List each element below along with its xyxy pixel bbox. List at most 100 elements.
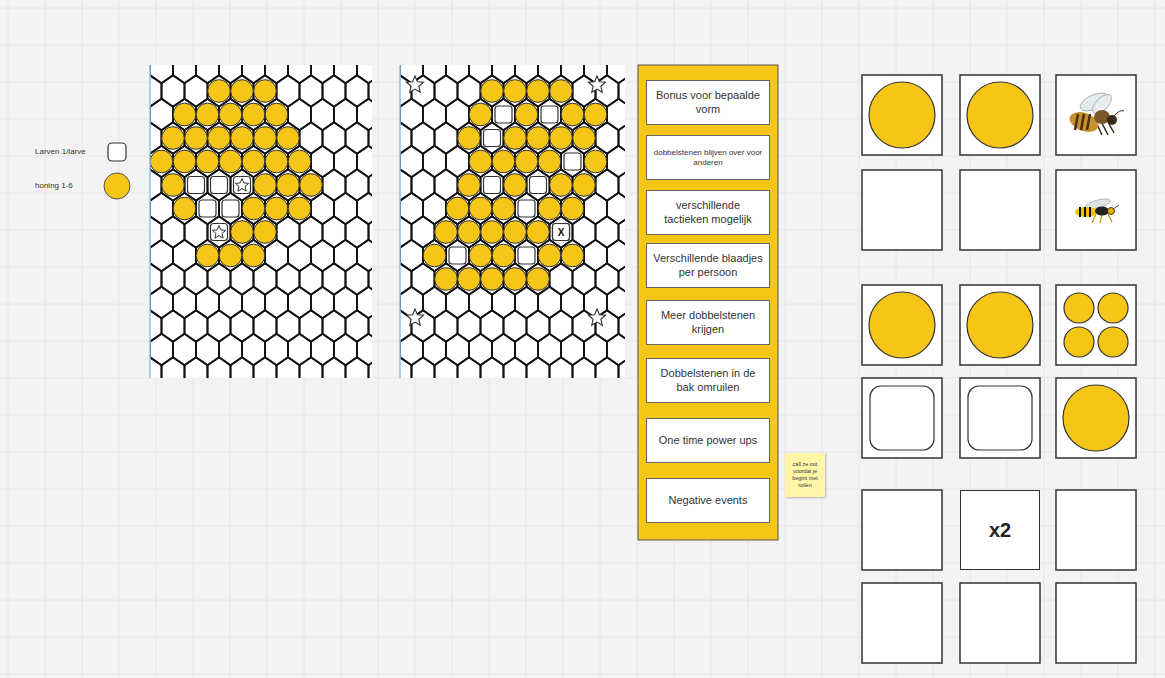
hex-cell bbox=[300, 357, 323, 378]
hex-cell bbox=[185, 357, 208, 378]
honey-token bbox=[208, 127, 231, 150]
idea-panel bbox=[638, 65, 778, 540]
wasp-stripe bbox=[1089, 207, 1091, 217]
honey-token bbox=[242, 150, 265, 173]
honey-token bbox=[469, 244, 492, 267]
larva-token bbox=[518, 247, 535, 264]
honey-token bbox=[504, 174, 527, 197]
honey-token bbox=[300, 174, 323, 197]
hex-cell bbox=[607, 240, 625, 271]
honey-token bbox=[254, 174, 277, 197]
hex-cell bbox=[446, 65, 469, 83]
honey-token bbox=[196, 150, 219, 173]
hex-cell bbox=[334, 65, 357, 83]
hex-cell bbox=[357, 240, 372, 271]
hex-cell bbox=[458, 357, 481, 378]
game-tile bbox=[862, 490, 942, 570]
honey-token bbox=[527, 80, 550, 103]
legend-text: honing 1-6 bbox=[35, 181, 73, 190]
honey-token bbox=[504, 80, 527, 103]
hex-cell bbox=[369, 357, 373, 378]
hex-cell bbox=[607, 287, 625, 318]
hex-cell bbox=[357, 287, 372, 318]
honey-token bbox=[265, 150, 288, 173]
honey-token bbox=[527, 268, 550, 291]
hex-cell bbox=[277, 357, 300, 378]
hex-cell bbox=[607, 146, 625, 177]
honey-token bbox=[1064, 293, 1094, 323]
grid-line bbox=[8, 0, 9, 678]
honey-token bbox=[469, 150, 492, 173]
hex-cell bbox=[527, 357, 550, 378]
star-symbol bbox=[588, 76, 605, 92]
star-symbol bbox=[588, 309, 605, 325]
star-symbol bbox=[406, 309, 423, 325]
node-text: Dobbelstenen in de bak omruilen bbox=[653, 367, 763, 395]
grid-line bbox=[0, 8, 1165, 9]
honey-token bbox=[423, 244, 446, 267]
grid-line bbox=[82, 0, 83, 678]
larva-token bbox=[484, 130, 501, 147]
wasp-thorax bbox=[1095, 207, 1109, 216]
honey-token bbox=[458, 127, 481, 150]
honey-token bbox=[504, 127, 527, 150]
honey-token bbox=[162, 174, 185, 197]
hex-cell bbox=[357, 99, 372, 130]
honey-token bbox=[584, 103, 607, 126]
wasp-leg bbox=[1108, 214, 1112, 222]
star-symbol bbox=[212, 226, 225, 239]
honey-token bbox=[1098, 293, 1128, 323]
larva-token bbox=[553, 224, 570, 241]
idea-box: Bonus voor bepaalde vorm bbox=[646, 80, 770, 125]
hex-cell bbox=[435, 357, 458, 378]
game-tile bbox=[1056, 490, 1136, 570]
game-tile bbox=[1056, 583, 1136, 663]
hex-cell bbox=[357, 146, 372, 177]
legend-text: Larven 1/larve bbox=[35, 147, 86, 156]
honey-token bbox=[265, 103, 288, 126]
idea-box: Negative events bbox=[646, 478, 770, 523]
larva-token bbox=[968, 386, 1032, 450]
game-tile bbox=[960, 285, 1040, 365]
honey-token bbox=[219, 150, 242, 173]
hex-cell bbox=[150, 65, 173, 83]
game-tile bbox=[862, 583, 942, 663]
game-tile bbox=[1056, 75, 1136, 155]
node-text: Verschillende blaadjes per persoon bbox=[653, 252, 763, 280]
honey-token bbox=[288, 197, 311, 220]
grid-line bbox=[1044, 0, 1045, 678]
node-text: Meer dobbelstenen krijgen bbox=[653, 309, 763, 337]
game-tile bbox=[862, 285, 942, 365]
hex-cell bbox=[550, 357, 573, 378]
honey-token bbox=[173, 103, 196, 126]
honey-token bbox=[561, 244, 584, 267]
hex-cell bbox=[369, 263, 373, 294]
hex-cell bbox=[357, 193, 372, 224]
idea-box: One time power ups bbox=[646, 418, 770, 463]
larva-token bbox=[211, 224, 228, 241]
hex-cell bbox=[369, 169, 373, 200]
honey-token bbox=[469, 103, 492, 126]
honey-token bbox=[242, 103, 265, 126]
sheet-paper bbox=[400, 65, 625, 378]
honey-token bbox=[265, 197, 288, 220]
game-tile bbox=[960, 378, 1040, 458]
honey-token bbox=[277, 127, 300, 150]
honey-token bbox=[550, 174, 573, 197]
hex-cell bbox=[357, 334, 372, 365]
bee-antenna bbox=[1114, 111, 1124, 116]
honey-token bbox=[254, 221, 277, 244]
larva-token bbox=[495, 106, 512, 123]
grid-line bbox=[378, 0, 379, 678]
hex-cell bbox=[150, 357, 162, 378]
honey-token bbox=[573, 174, 596, 197]
bee-stripe bbox=[1081, 114, 1084, 130]
wasp-stripe bbox=[1084, 207, 1086, 217]
honey-token bbox=[538, 197, 561, 220]
node-text: Negative events bbox=[669, 494, 748, 508]
node-text: One time power ups bbox=[659, 434, 757, 448]
